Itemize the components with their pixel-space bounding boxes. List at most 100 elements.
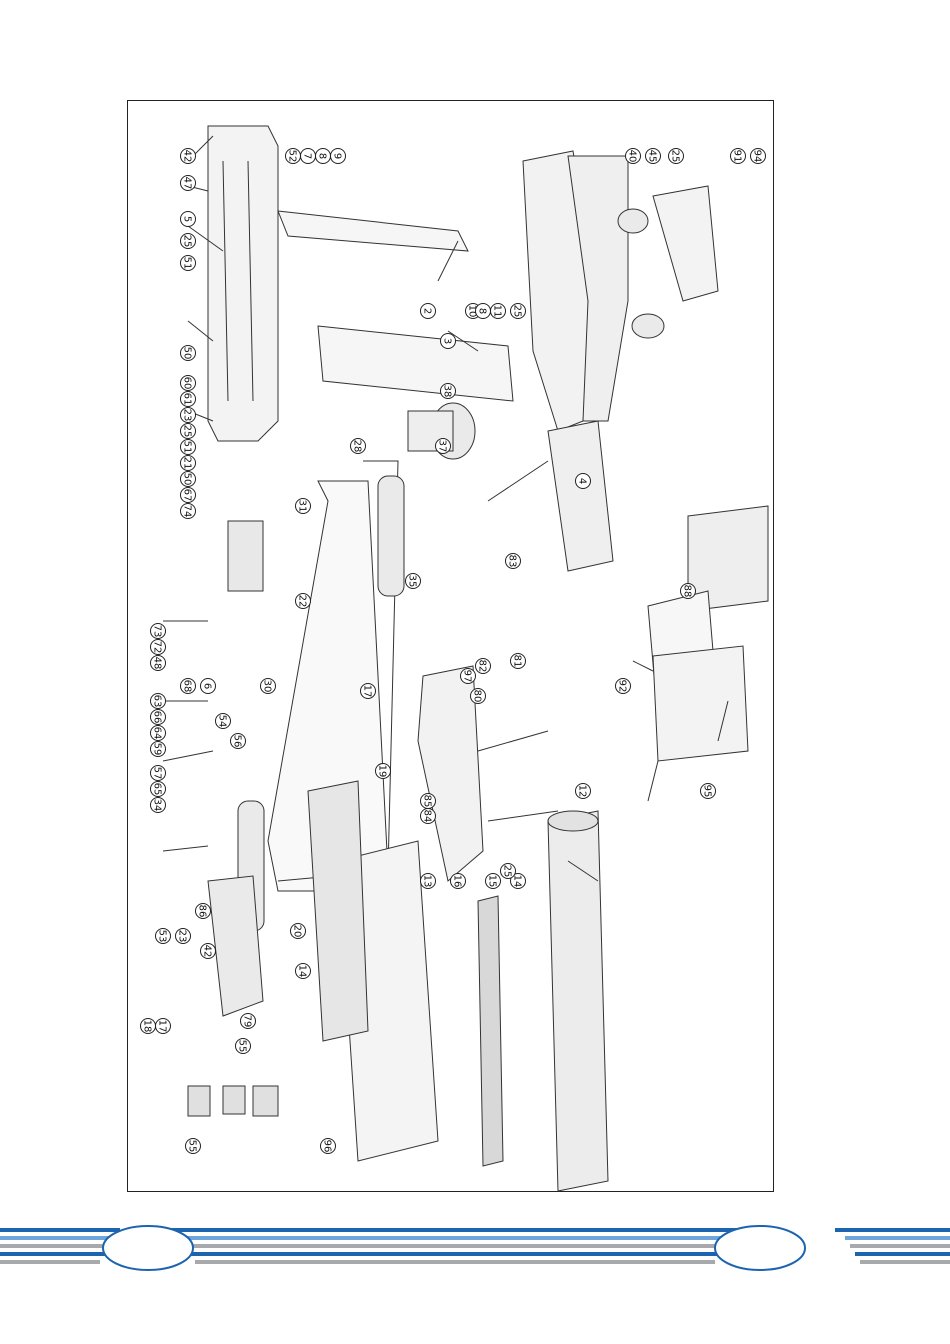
callout-label: 61 [182,393,193,406]
callout-label: 51 [182,257,193,270]
callout-c-79: 79 [241,1014,256,1029]
callout-c-83: 83 [506,554,521,569]
callout-c-47: 47 [181,176,196,191]
callout-c-6: 6 [201,679,216,694]
callout-c-45: 45 [646,149,661,164]
stripe-mid-3 [185,1244,725,1248]
callout-c-55: 55 [236,1039,251,1054]
callout-label: 13 [422,875,433,888]
callout-c-11: 11 [491,304,506,319]
stripe-left-5 [0,1260,100,1264]
callout-label: 50 [182,347,193,360]
callout-label: 60 [182,377,193,390]
stripe-left-3 [0,1244,110,1248]
callout-label: 4 [577,478,588,484]
handrail [548,421,613,571]
callout-label: 55 [237,1040,248,1053]
front-roller [378,476,404,596]
side-rail-a [308,781,368,1041]
callout-label: 25 [502,865,513,878]
callout-label: 22 [297,595,308,608]
callout-c-67: 67 [181,488,196,503]
callout-c-50: 50 [181,346,196,361]
callout-label: 54 [217,715,228,728]
callout-c-61: 61 [181,392,196,407]
callout-c-30: 30 [261,679,276,694]
callout-label: 16 [452,875,463,888]
stripe-left [0,1228,120,1232]
callout-label: 23 [182,409,193,422]
callout-c-85: 85 [421,794,436,809]
callout-label: 88 [682,585,693,598]
filter [223,1086,245,1114]
callout-label: 52 [287,150,298,163]
callout-c-20: 20 [291,924,306,939]
callout-label: 96 [322,1140,333,1153]
callout-label: 81 [512,655,523,668]
callout-c-73: 73 [151,624,166,639]
stripe-right-5 [860,1260,950,1264]
callout-c-86: 86 [196,904,211,919]
callout-label: 79 [242,1015,253,1028]
upright-frame [208,126,278,441]
footer-stripes [0,1222,950,1282]
callout-label: 64 [152,727,163,740]
callout-label: 2 [422,308,433,314]
callout-label: 34 [152,799,163,812]
callout-c-31: 31 [296,499,311,514]
callout-c-21: 21 [181,456,196,471]
stripe-right-3 [850,1244,950,1248]
callout-label: 68 [182,680,193,693]
callout-label: 95 [702,785,713,798]
callout-label: 51 [182,441,193,454]
callout-c-23b: 23 [176,929,191,944]
callout-c-16: 16 [451,874,466,889]
stripe-mid-2 [175,1236,735,1240]
callout-c-14: 14 [296,964,311,979]
callout-label: 37 [437,440,448,453]
callout-label: 55 [187,1140,198,1153]
callout-label: 17 [362,685,373,698]
callout-c-72: 72 [151,640,166,655]
controller [228,521,263,591]
callout-c-51b: 51 [181,440,196,455]
callout-c-88: 88 [681,584,696,599]
callout-label: 3 [442,338,453,344]
callout-label: 38 [442,385,453,398]
callout-label: 94 [752,150,763,163]
callout-label: 83 [507,555,518,568]
callout-c-34: 34 [151,798,166,813]
callout-c-42a: 42 [181,149,196,164]
callout-label: 42 [202,945,213,958]
callout-label: 56 [232,735,243,748]
callout-c-19: 19 [376,764,391,779]
callout-c-52: 52 [286,149,301,164]
callout-label: 20 [292,925,303,938]
callout-label: 73 [152,625,163,638]
callout-c-63: 63 [151,694,166,709]
callout-c-25b: 25 [181,424,196,439]
callout-label: 5 [182,216,193,222]
callout-c-7: 7 [301,149,316,164]
callout-c-59: 59 [151,742,166,757]
callout-label: 47 [182,177,193,190]
callout-c-2: 2 [421,304,436,319]
callout-label: 17 [157,1020,168,1033]
callout-label: 86 [197,905,208,918]
callout-label: 67 [182,489,193,502]
rear-cover [208,876,263,1016]
callout-c-55b: 55 [186,1139,201,1154]
footer-oval-left [103,1226,193,1270]
console-frame [653,186,718,301]
callout-c-28: 28 [351,439,366,454]
callout-label: 7 [302,153,313,159]
callout-c-50b: 50 [181,472,196,487]
callout-label: 8 [317,153,328,159]
callout-label: 25 [182,425,193,438]
callout-label: 31 [297,500,308,513]
stripe-right-4 [855,1252,950,1256]
callout-c-42b: 42 [201,944,216,959]
callout-c-51a: 51 [181,256,196,271]
callout-c-35: 35 [406,574,421,589]
callout-label: 84 [422,810,433,823]
